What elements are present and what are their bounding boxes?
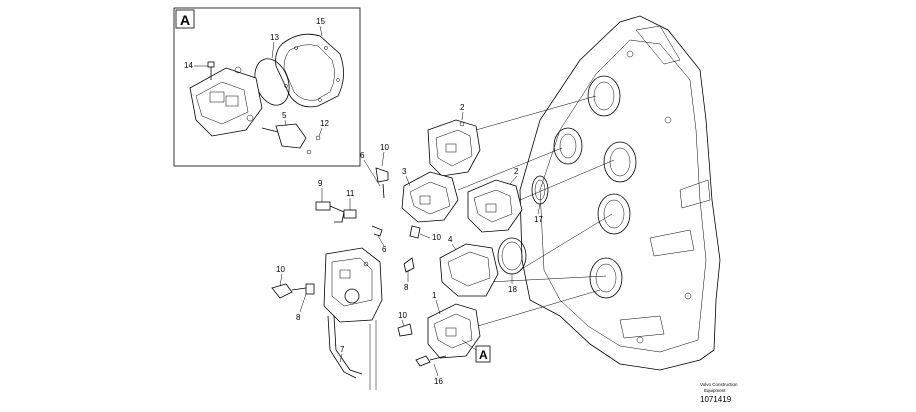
- gasket-15: [275, 33, 344, 108]
- alignment-lines: [457, 95, 615, 327]
- part-label: 18: [508, 285, 517, 294]
- housing-bore: [553, 127, 583, 165]
- part-label: 2: [514, 167, 519, 176]
- detail-label-box: [175, 9, 195, 29]
- detail-view-a: A: [173, 7, 361, 167]
- valve-assembly-2-middle: [467, 179, 523, 233]
- fitting-8-lower: [305, 283, 315, 295]
- hose-7: [327, 315, 357, 379]
- housing-bore: [597, 193, 631, 235]
- fitting-8-upper: [403, 257, 415, 273]
- main-valve-block: [323, 247, 383, 323]
- part-label: 7: [340, 345, 345, 354]
- elbow-6: [371, 225, 383, 237]
- detail-label: A: [180, 12, 190, 28]
- housing-bore: [587, 75, 621, 117]
- bolt-14: [207, 61, 215, 80]
- part-label: 10: [276, 265, 285, 274]
- part-labels: 2 10 6 3 2 9 11 17 10 4 6 10 18 8 1 8 10…: [276, 103, 543, 386]
- part-label: 4: [448, 235, 453, 244]
- part-label: 15: [316, 17, 325, 26]
- fittings-and-hoses: [271, 167, 447, 390]
- housing-bore: [603, 141, 637, 183]
- part-label: 3: [402, 167, 407, 176]
- tube-6: [382, 183, 385, 199]
- part-label: 10: [398, 311, 407, 320]
- drawing-number: 1071419: [700, 395, 732, 404]
- part-label: 8: [404, 283, 409, 292]
- bolt-16: [415, 355, 431, 367]
- credit-line-1: Volvo Construction: [700, 382, 738, 387]
- part-label: 5: [282, 111, 287, 120]
- fitting-10-left: [271, 283, 293, 299]
- elbow-fitting-10-low: [397, 323, 413, 337]
- part-label: 8: [296, 313, 301, 322]
- part-label: 9: [318, 179, 323, 188]
- part-label: 6: [360, 151, 365, 160]
- fitting-9: [315, 201, 331, 211]
- part-label: 10: [432, 233, 441, 242]
- part-label: 16: [434, 377, 443, 386]
- transmission-housing: [519, 15, 721, 371]
- part-label: 11: [346, 189, 355, 198]
- valve-assembly-1: [427, 303, 481, 359]
- elbow-fitting-10-mid: [409, 225, 421, 239]
- elbow-fitting-10: [375, 167, 389, 183]
- fitting-11: [343, 209, 357, 219]
- callout-a-label: A: [479, 348, 488, 362]
- detail-frame: [173, 7, 361, 167]
- callout-a-box: [475, 345, 491, 363]
- housing-bore: [589, 257, 623, 299]
- cover-4: [439, 243, 499, 297]
- part-label: 10: [380, 143, 389, 152]
- valve-body-inset: [189, 66, 263, 137]
- valve-assembly-2-top: [427, 119, 481, 177]
- solenoid-5: [261, 123, 312, 155]
- part-label: 2: [460, 103, 465, 112]
- part-label: 17: [534, 215, 543, 224]
- screw-12: [315, 135, 321, 141]
- part-label: 1: [432, 291, 437, 300]
- part-label: 14: [184, 61, 193, 70]
- part-label: 13: [270, 33, 279, 42]
- credit-line-2: Equipment: [704, 388, 726, 393]
- valve-assembly-3: [401, 171, 459, 223]
- part-label: 6: [382, 245, 387, 254]
- part-label: 12: [320, 119, 329, 128]
